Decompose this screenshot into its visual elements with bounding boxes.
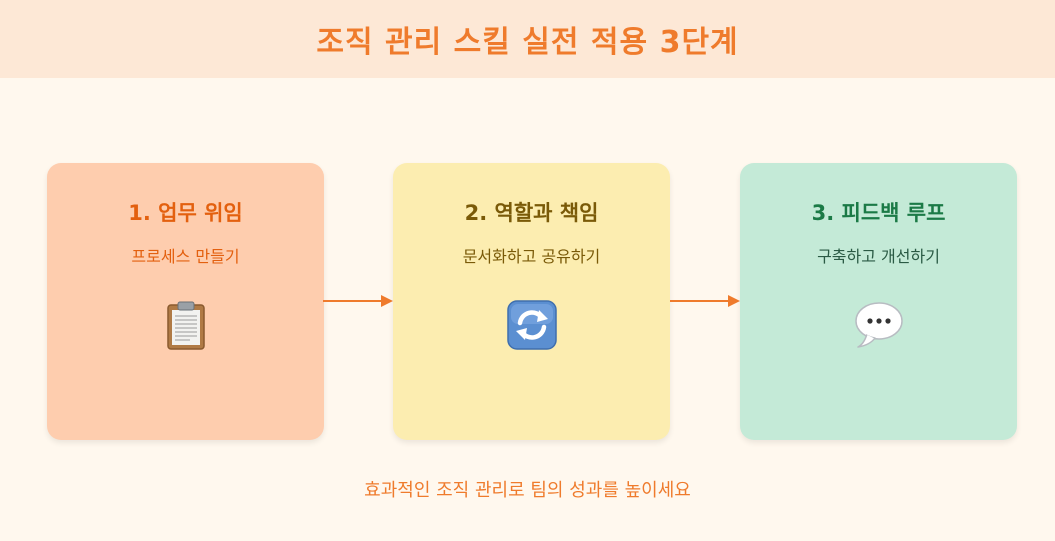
step-subtitle: 구축하고 개선하기 [817,247,940,266]
arrow-right-icon [670,295,740,307]
clipboard-icon [167,301,205,350]
step-card-feedback: 3. 피드백 루프 구축하고 개선하기 [740,163,1017,440]
step-title: 3. 피드백 루프 [811,201,946,225]
step-card-roles: 2. 역할과 책임 문서화하고 공유하기 [393,163,670,440]
step-title: 1. 업무 위임 [128,201,243,225]
page-title: 조직 관리 스킬 실전 적용 3단계 [316,25,739,60]
step-subtitle: 프로세스 만들기 [131,247,240,266]
step-card-delegation: 1. 업무 위임 프로세스 만들기 [47,163,324,440]
step-title: 2. 역할과 책임 [464,201,599,225]
header-bar: 조직 관리 스킬 실전 적용 3단계 [0,0,1055,78]
speech-bubble-icon [855,302,903,348]
arrow-right-icon [323,295,393,307]
refresh-cycle-icon [507,300,557,350]
footer-message: 효과적인 조직 관리로 팀의 성과를 높이세요 [364,480,691,501]
step-subtitle: 문서화하고 공유하기 [462,247,601,266]
